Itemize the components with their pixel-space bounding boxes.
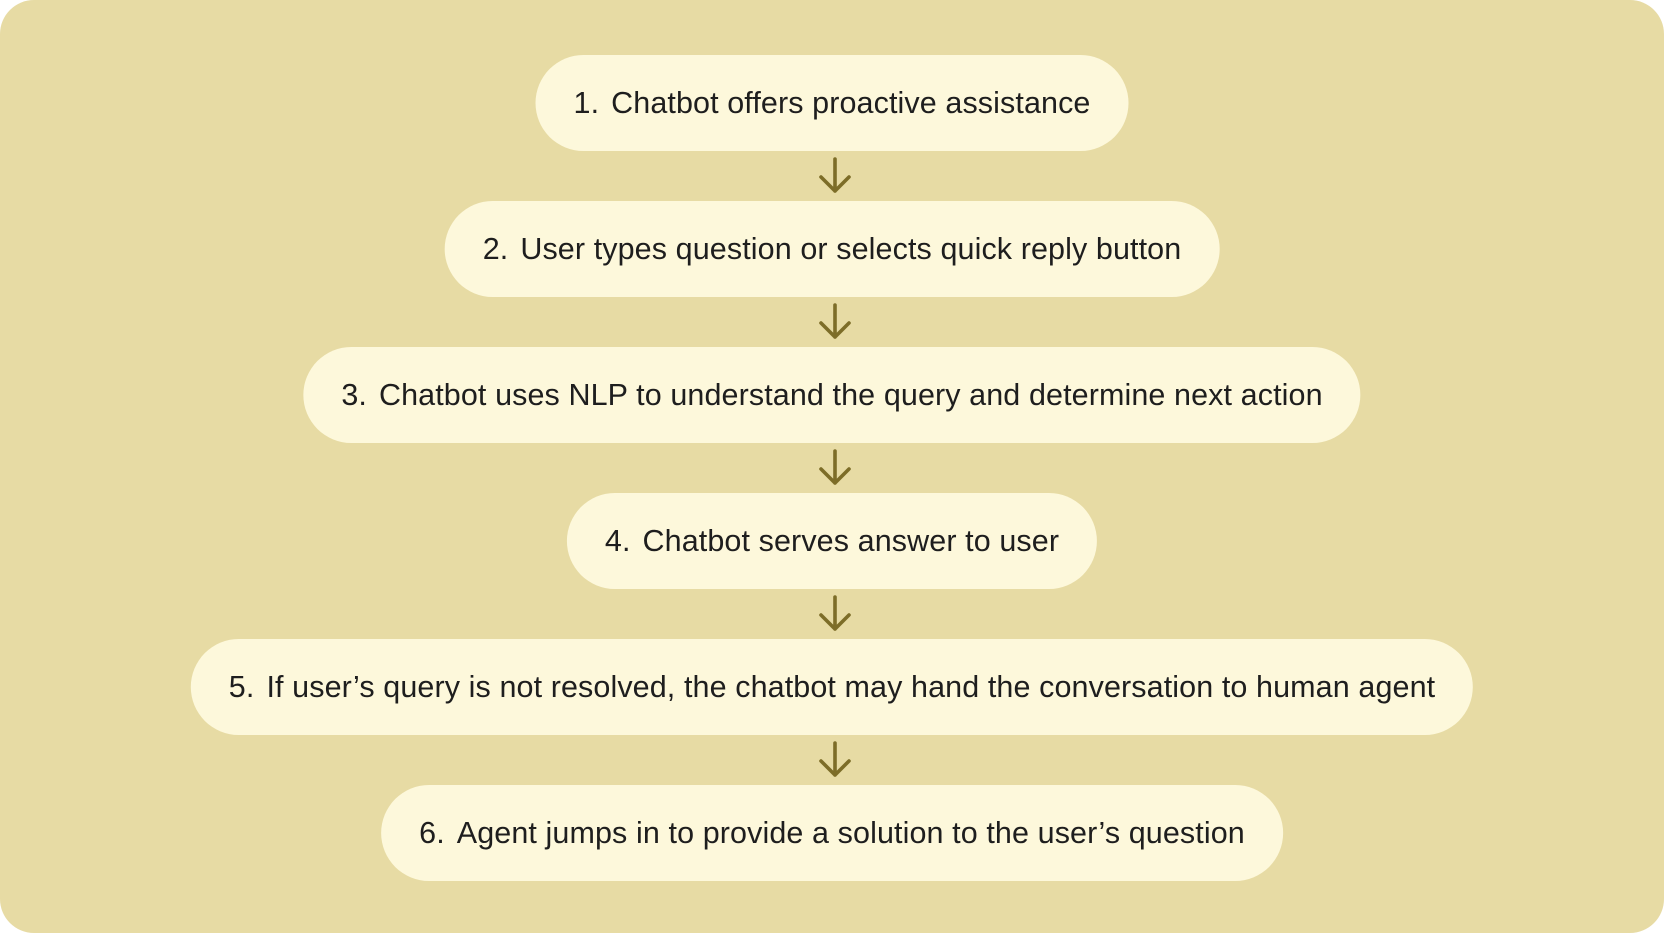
- step-number: 5.: [228, 669, 255, 704]
- step-number: 3.: [341, 377, 367, 412]
- step-number: 2.: [482, 231, 509, 266]
- arrow-down-icon: [818, 157, 852, 195]
- step-text: Chatbot serves answer to user: [642, 523, 1060, 558]
- arrow-down-icon: [818, 741, 852, 779]
- arrow-down-icon: [818, 303, 852, 341]
- step-text: User types question or selects quick rep…: [520, 231, 1182, 266]
- step-1: 1. Chatbot offers proactive assistance: [535, 55, 1129, 151]
- step-4: 4. Chatbot serves answer to user: [566, 493, 1098, 589]
- step-number: 6.: [419, 815, 445, 850]
- step-3: 3. Chatbot uses NLP to understand the qu…: [303, 347, 1361, 443]
- step-number: 4.: [604, 523, 631, 558]
- step-text: Chatbot uses NLP to understand the query…: [378, 377, 1323, 412]
- step-number: 1.: [573, 85, 600, 120]
- step-5: 5. If user’s query is not resolved, the …: [190, 639, 1474, 735]
- step-text: Agent jumps in to provide a solution to …: [456, 815, 1245, 850]
- step-2: 2. User types question or selects quick …: [444, 201, 1220, 297]
- step-text: Chatbot offers proactive assistance: [611, 85, 1091, 120]
- arrow-down-icon: [818, 595, 852, 633]
- step-text: If user’s query is not resolved, the cha…: [266, 669, 1436, 704]
- arrow-down-icon: [818, 449, 852, 487]
- step-6: 6. Agent jumps in to provide a solution …: [381, 785, 1283, 881]
